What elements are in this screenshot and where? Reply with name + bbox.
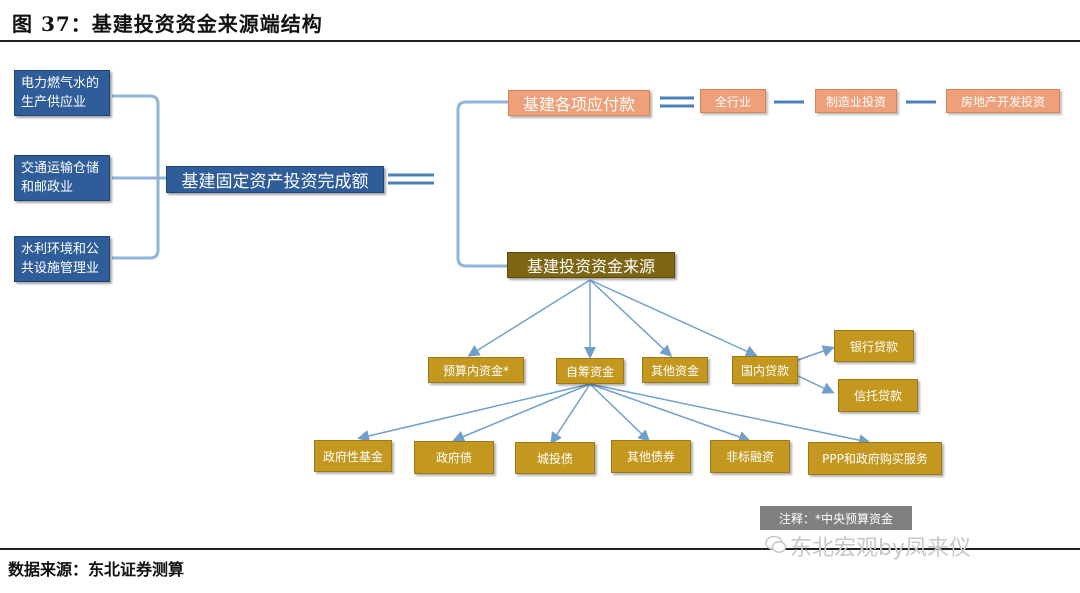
split-bracket (456, 100, 508, 268)
payment-box: 基建各项应付款 (508, 90, 650, 116)
arrow-fund (357, 383, 591, 442)
payment-item-manufacturing: 制造业投资 (815, 89, 897, 113)
funding-source-box: 基建投资资金来源 (507, 252, 675, 278)
sector-box-transport: 交通运输仓储和邮政业 (14, 155, 110, 201)
watermark-text: 东北宏观by凤来仪 (790, 536, 971, 561)
sector-box-power: 电力燃气水的生产供应业 (14, 70, 110, 116)
wechat-icon (765, 535, 787, 553)
arrow-ppp (589, 383, 871, 447)
arrow-other (589, 279, 673, 358)
arrow-lgfv (550, 383, 591, 445)
sector-bracket (112, 94, 166, 260)
self-raised-gov-fund: 政府性基金 (314, 440, 392, 472)
bottom-rule (0, 548, 1080, 550)
sector-label: 水利环境和公共设施管理业 (21, 242, 100, 276)
funding-other: 其他资金 (642, 357, 708, 383)
arrow-budget (467, 279, 591, 357)
title-rule (0, 40, 1080, 42)
self-raised-ppp: PPP和政府购买服务 (808, 442, 942, 475)
funding-budget: 预算内资金* (428, 357, 524, 383)
arrow-otherbond (589, 383, 651, 443)
self-raised-other-bond: 其他债券 (611, 440, 691, 473)
self-raised-nonstandard: 非标融资 (710, 440, 790, 473)
sector-box-water: 水利环境和公共设施管理业 (14, 236, 110, 282)
funding-domestic-loan: 国内贷款 (732, 356, 798, 384)
payment-item-all: 全行业 (700, 89, 766, 113)
funding-self-raised: 自筹资金 (556, 358, 624, 384)
sector-label: 交通运输仓储和邮政业 (21, 161, 100, 195)
arrow-domestic (589, 279, 758, 357)
loan-bank: 银行贷款 (834, 330, 914, 362)
source-note: 数据来源：东北证券测算 (8, 560, 185, 579)
self-raised-gov-bond: 政府债 (414, 441, 494, 474)
main-investment-box: 基建固定资产投资完成额 (166, 166, 384, 193)
sector-label: 电力燃气水的生产供应业 (21, 76, 100, 110)
loan-trust: 信托贷款 (838, 379, 918, 412)
self-raised-lgfv-bond: 城投债 (515, 442, 595, 474)
arrow-bank (797, 345, 835, 361)
footnote-box: 注释：*中央预算资金 (760, 506, 912, 530)
arrow-govbond (452, 383, 591, 443)
figure-title: 图 37：基建投资资金来源端结构 (12, 12, 323, 36)
arrow-nonstd (589, 383, 751, 443)
arrow-trust (797, 375, 835, 394)
payment-item-realestate: 房地产开发投资 (946, 89, 1060, 113)
